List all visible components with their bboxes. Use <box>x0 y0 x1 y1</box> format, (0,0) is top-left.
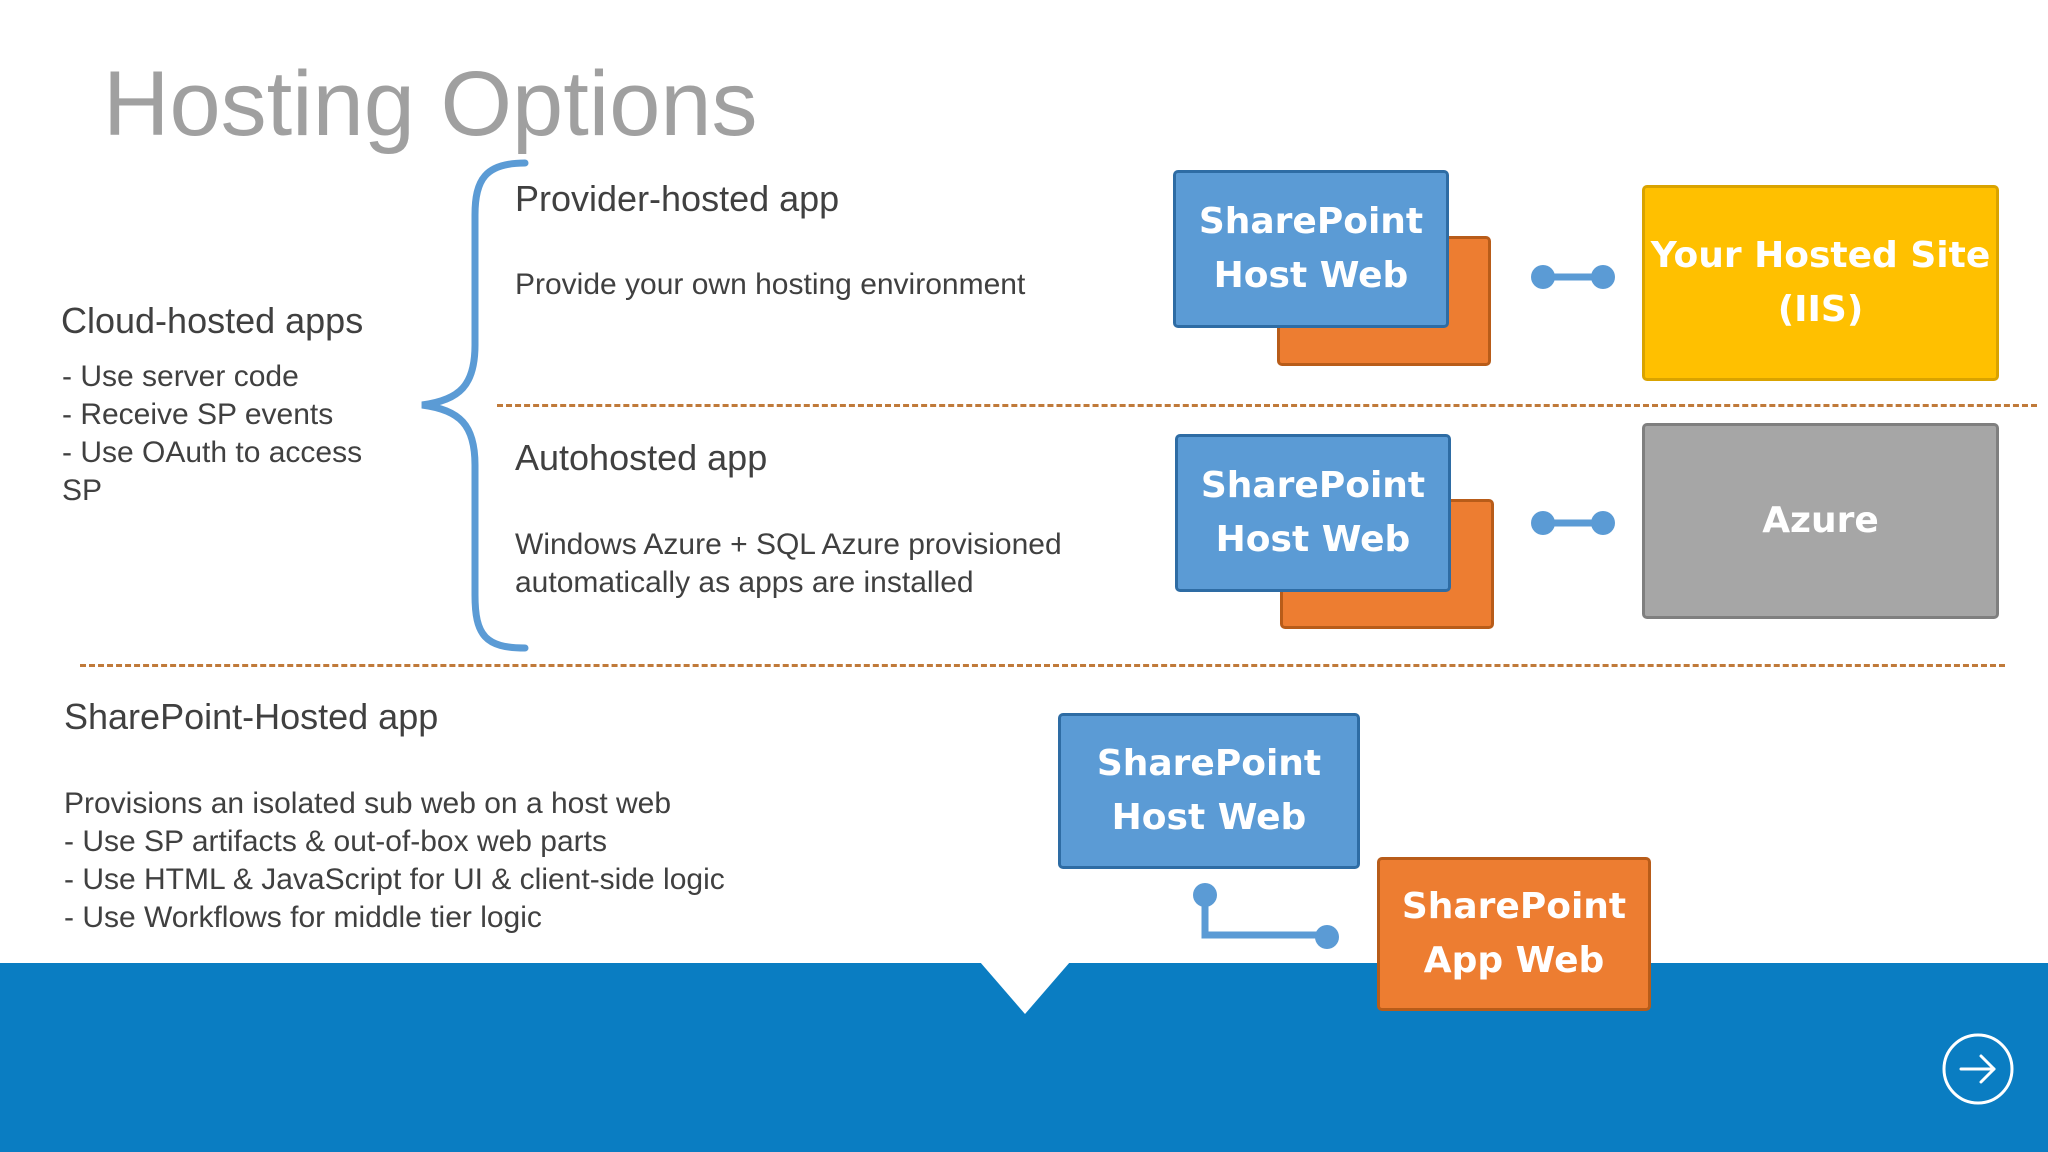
box-line: SharePoint <box>1401 886 1627 927</box>
cloud-bullet: - Use OAuth to access <box>62 436 363 469</box>
sharepoint-hosted-line: Provisions an isolated sub web on a host… <box>64 787 672 820</box>
box-line: App Web <box>1423 940 1605 981</box>
box-line: Azure <box>1762 500 1879 541</box>
box-line: Host Web <box>1111 797 1307 838</box>
cloud-bullet: SP <box>62 474 103 507</box>
hosted-site-iis-box: Your Hosted Site (IIS) <box>1642 185 1999 381</box>
curly-brace <box>421 159 529 652</box>
arrow-right-circle-icon[interactable] <box>1938 1029 2018 1109</box>
box-line: Your Hosted Site <box>1650 235 1991 276</box>
box-line: (IIS) <box>1777 289 1864 330</box>
cloud-hosted-bullets: - Use server code - Receive SP events - … <box>62 358 362 510</box>
autohosted-heading: Autohosted app <box>515 437 768 478</box>
box-line: SharePoint <box>1200 465 1426 506</box>
sharepoint-hosted-lines: Provisions an isolated sub web on a host… <box>64 785 725 937</box>
autohosted-desc: Windows Azure + SQL Azure provisioned au… <box>515 526 1062 602</box>
separator-dashed-line <box>497 404 2037 407</box>
box-line: SharePoint <box>1096 743 1322 784</box>
provider-hosted-heading: Provider-hosted app <box>515 178 840 219</box>
sharepoint-hosted-line: - Use SP artifacts & out-of-box web part… <box>64 825 608 858</box>
azure-box: Azure <box>1642 423 1999 619</box>
provider-connector <box>1531 265 1615 289</box>
provider-hosted-desc: Provide your own hosting environment <box>515 268 1026 301</box>
slide-title: Hosting Options <box>103 53 758 155</box>
sharepoint-hosted-line: - Use HTML & JavaScript for UI & client-… <box>64 863 725 896</box>
autohosted-connector <box>1531 511 1615 535</box>
autohosted-desc-line: Windows Azure + SQL Azure provisioned <box>515 528 1062 561</box>
box-line: Host Web <box>1215 519 1411 560</box>
box-line: SharePoint <box>1198 201 1424 242</box>
band-notch <box>980 962 1070 1014</box>
connector-end-dot <box>1315 925 1339 949</box>
cloud-bullet: - Receive SP events <box>62 398 334 431</box>
separator-dashed-line <box>80 664 2005 667</box>
box-line: Host Web <box>1213 255 1409 296</box>
sharepoint-hosted-line: - Use Workflows for middle tier logic <box>64 901 542 934</box>
cloud-bullet: - Use server code <box>62 360 299 393</box>
sharepoint-hosted-heading: SharePoint-Hosted app <box>64 696 439 737</box>
cloud-hosted-heading: Cloud-hosted apps <box>61 300 364 341</box>
autohosted-desc-line: automatically as apps are installed <box>515 566 974 599</box>
